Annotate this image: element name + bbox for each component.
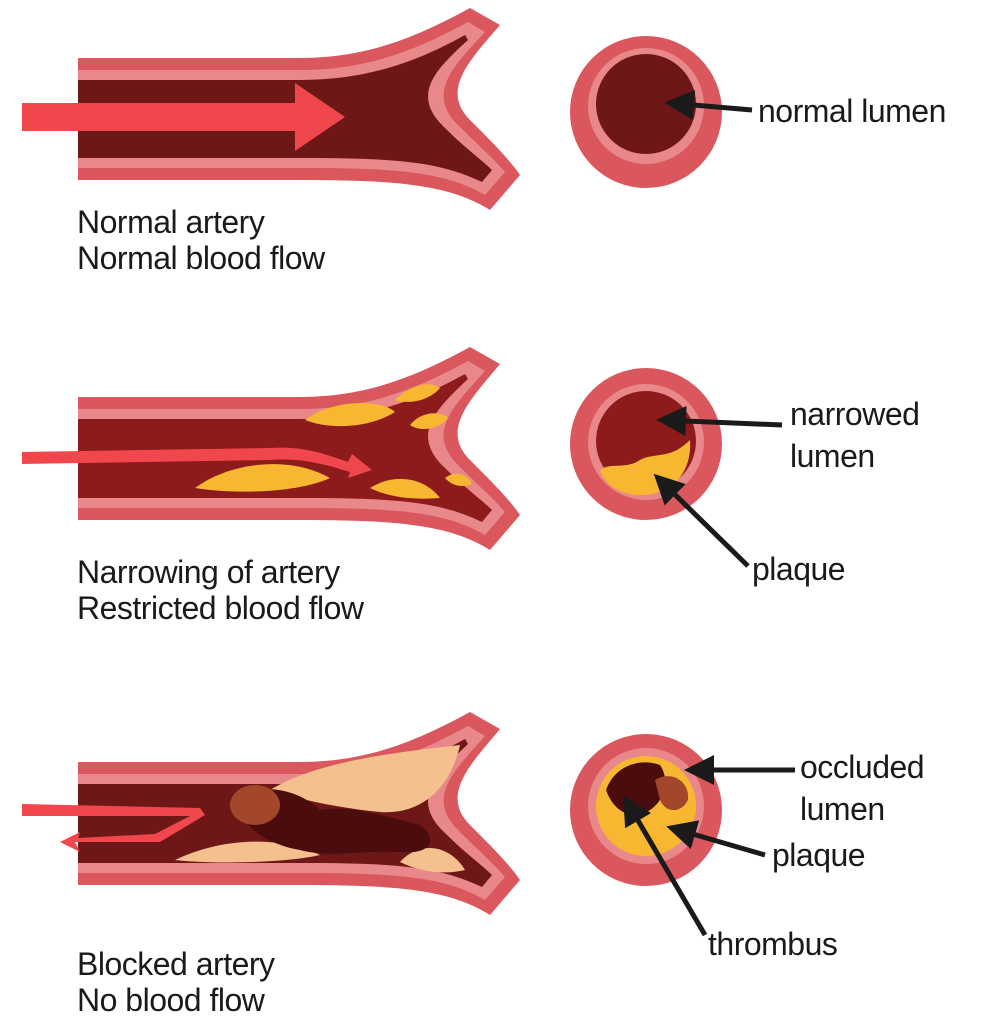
normal-artery-caption: Normal artery Normal blood flow (77, 204, 325, 276)
blocked-artery-longitudinal (22, 712, 520, 915)
caption-line-1: Normal artery (77, 204, 325, 240)
plaque-label: plaque (752, 551, 845, 587)
plaque-label: plaque (772, 837, 865, 873)
caption-line-1: Blocked artery (77, 946, 275, 982)
narrowing-artery-cross-section: narrowed lumen plaque (570, 368, 919, 587)
thrombus-label: thrombus (708, 926, 837, 962)
narrowed-lumen-label-1: narrowed (790, 396, 919, 432)
blocked-artery-cross-section: occluded lumen plaque thrombus (570, 734, 924, 962)
occluded-lumen-label-2: lumen (800, 791, 885, 827)
normal-lumen-label: normal lumen (758, 93, 946, 129)
caption-line-1: Narrowing of artery (77, 554, 364, 590)
narrowing-artery-caption: Narrowing of artery Restricted blood flo… (77, 554, 364, 626)
normal-artery-longitudinal (22, 8, 520, 210)
caption-line-2: Restricted blood flow (77, 590, 364, 626)
occluded-lumen-label-1: occluded (800, 749, 924, 785)
caption-line-2: Normal blood flow (77, 240, 325, 276)
blocked-artery-caption: Blocked artery No blood flow (77, 946, 275, 1018)
narrowing-artery-longitudinal (22, 347, 520, 550)
thrombus-clot (230, 785, 280, 825)
narrowed-lumen-label-2: lumen (790, 438, 875, 474)
normal-artery-cross-section: normal lumen (570, 36, 946, 188)
